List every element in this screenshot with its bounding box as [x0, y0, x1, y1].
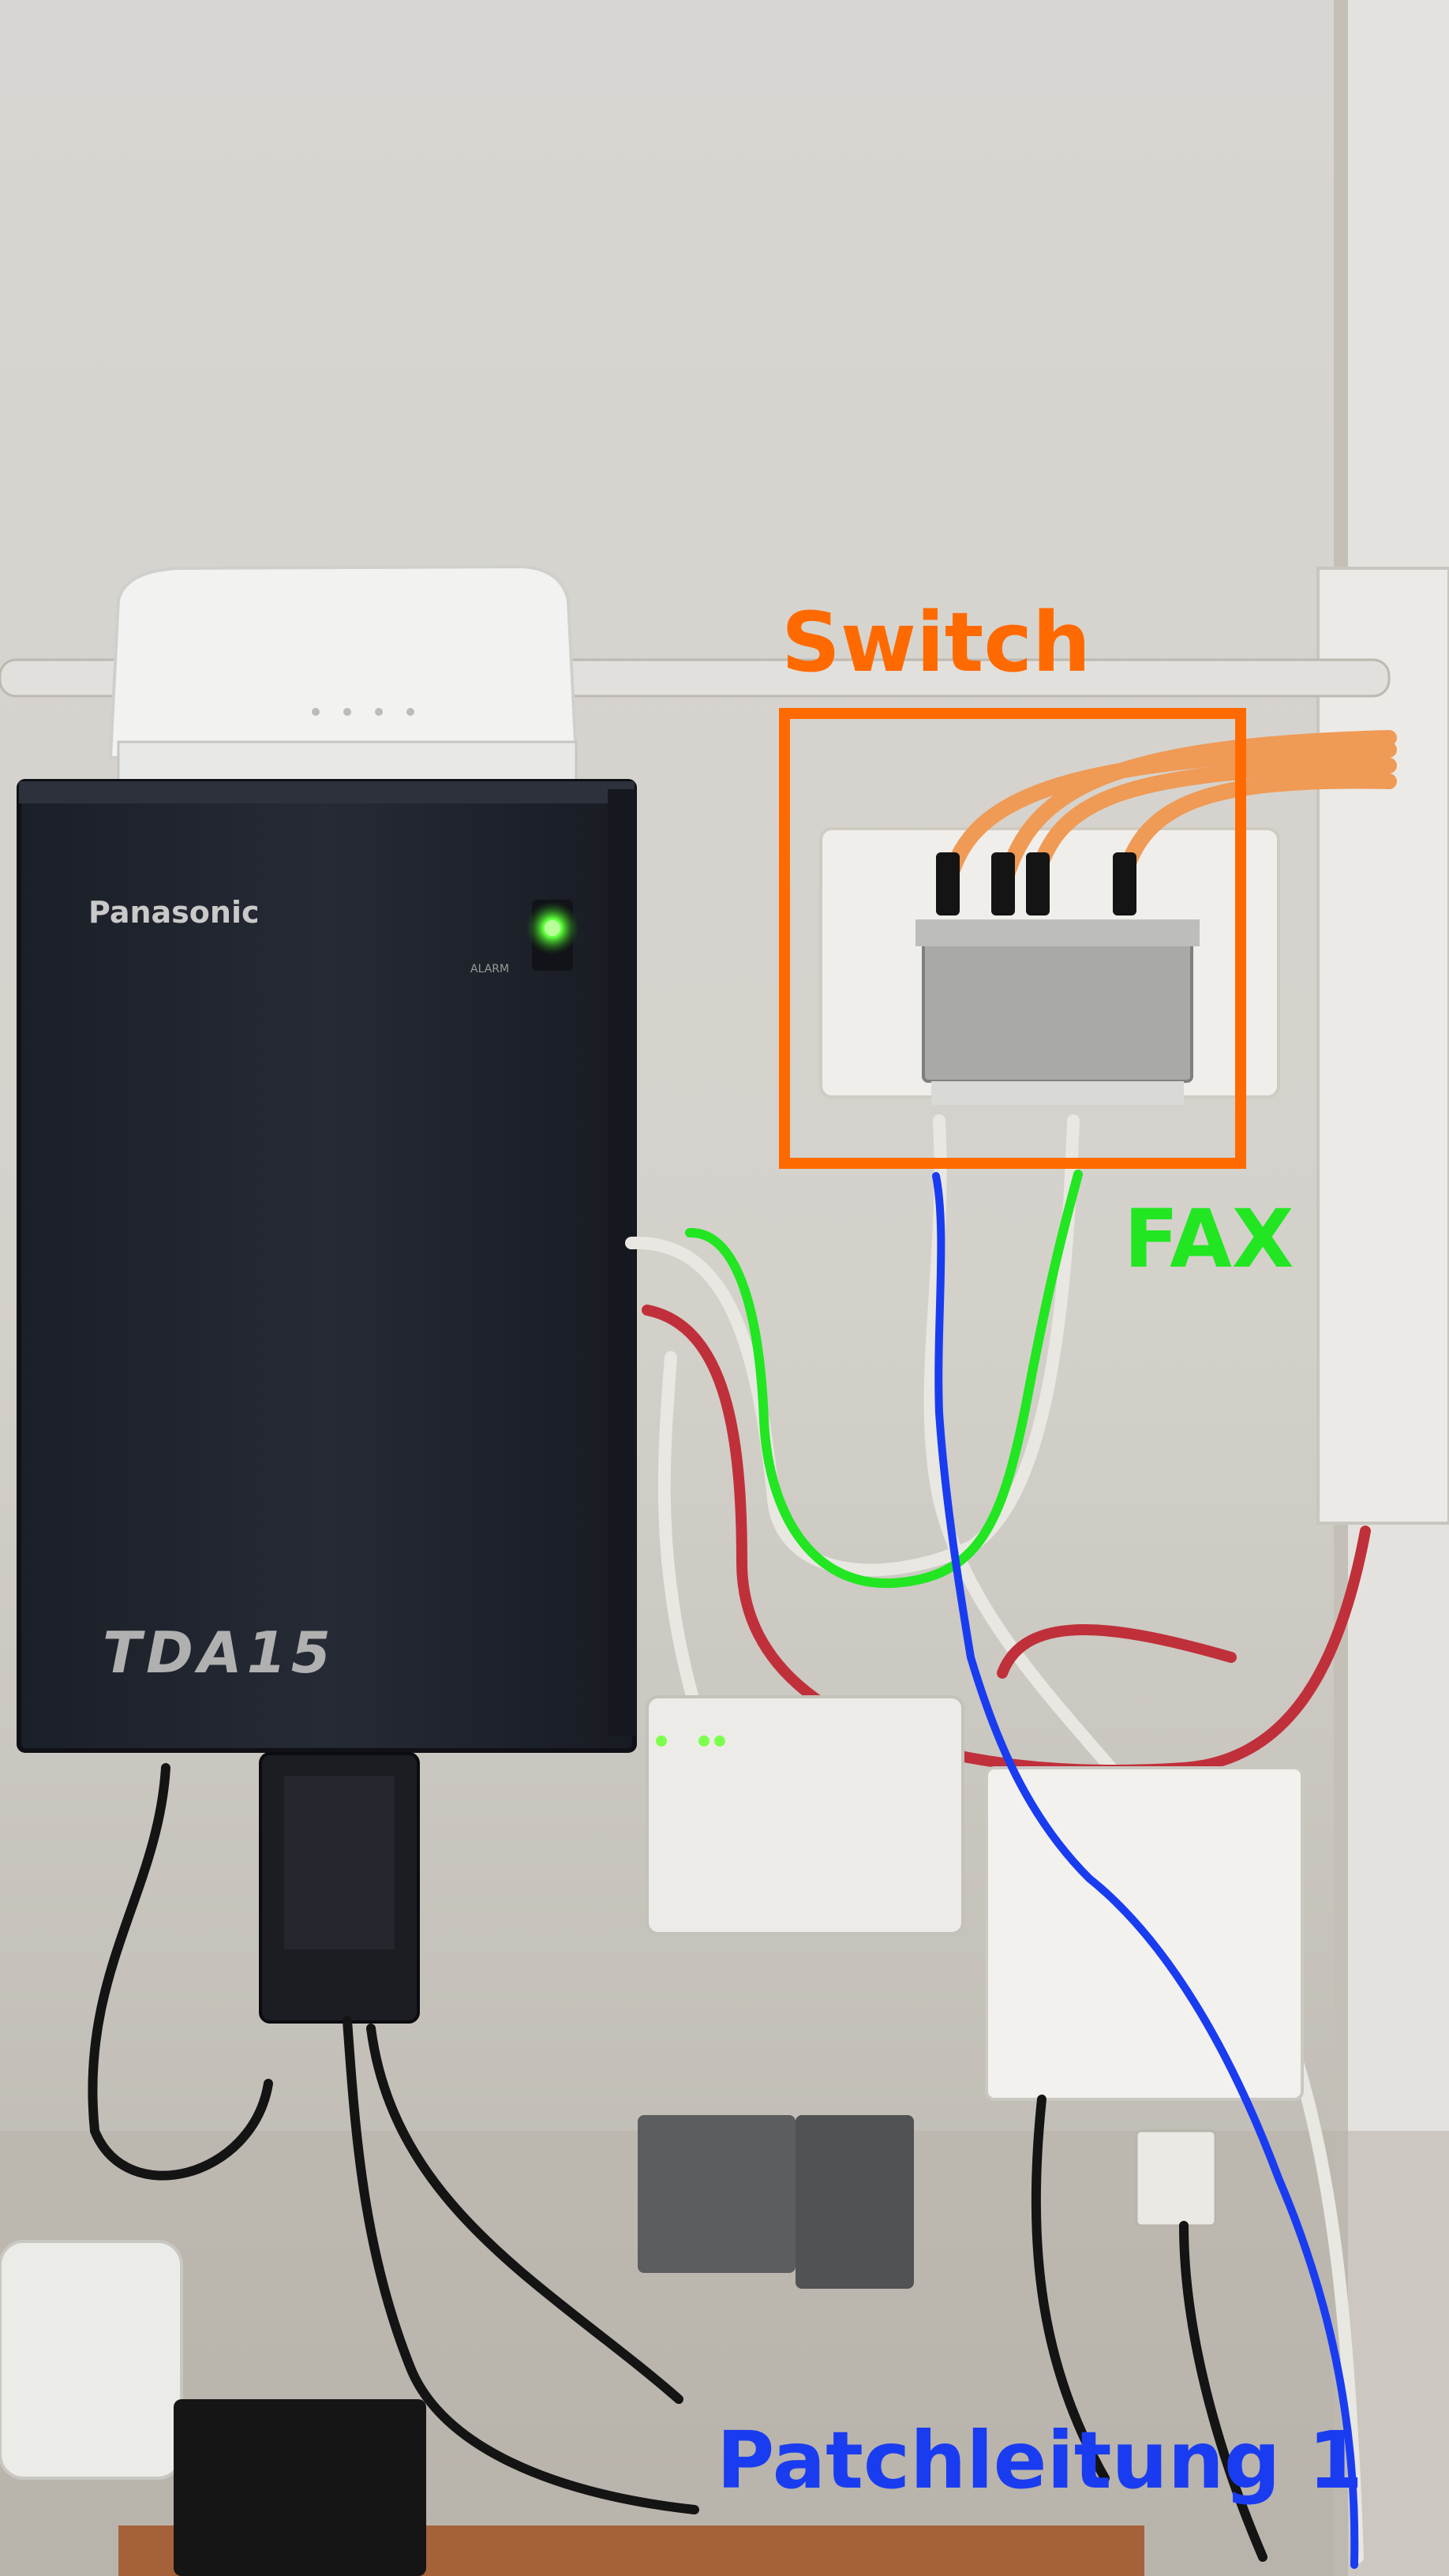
cable-boots [936, 852, 1136, 915]
pbx-brand-label: Panasonic [88, 895, 260, 930]
cable-duct [1316, 567, 1449, 1525]
power-adapter [259, 1752, 420, 2024]
router [108, 564, 578, 788]
pbx-model-label: TDA15 [103, 1619, 335, 1686]
pbx-unit [17, 779, 637, 1753]
wall-socket [1135, 2129, 1217, 2227]
grey-socket-right [796, 2115, 914, 2289]
grey-socket-left [638, 2115, 796, 2273]
pbx-status-label: ALARM [470, 963, 510, 975]
switch-device [819, 827, 1280, 1105]
patch-cable-trace [932, 1172, 1359, 2569]
fax-cable-trace [685, 1170, 1083, 1589]
black-cables [88, 1763, 1267, 2562]
switch-highlight-box [779, 708, 1246, 1169]
patch-annotation-label: Patchleitung 1 [717, 2414, 1363, 2507]
switch-annotation-label: Switch [781, 594, 1091, 691]
heater-pipe [0, 2240, 183, 2480]
fax-annotation-label: FAX [1124, 1193, 1294, 1286]
modem-box [646, 1695, 964, 1935]
black-box [174, 2399, 426, 2576]
